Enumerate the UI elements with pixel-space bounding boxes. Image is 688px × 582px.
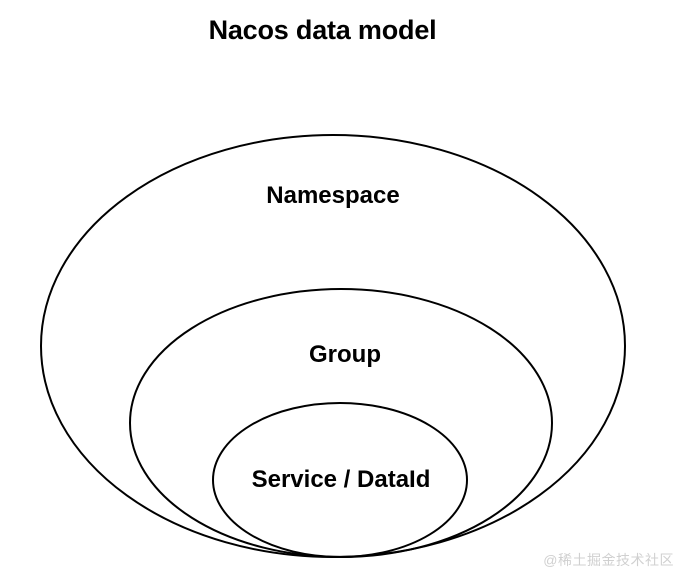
ring-label-namespace: Namespace: [266, 182, 400, 209]
page-title: Nacos data model: [208, 15, 437, 45]
watermark-text: @稀土掘金技术社区: [543, 552, 674, 568]
ellipse-service-dataid: [212, 402, 468, 558]
ellipse-group: [129, 288, 553, 558]
ring-label-group: Group: [309, 341, 381, 368]
ring-label-service-dataid: Service / DataId: [251, 466, 431, 493]
